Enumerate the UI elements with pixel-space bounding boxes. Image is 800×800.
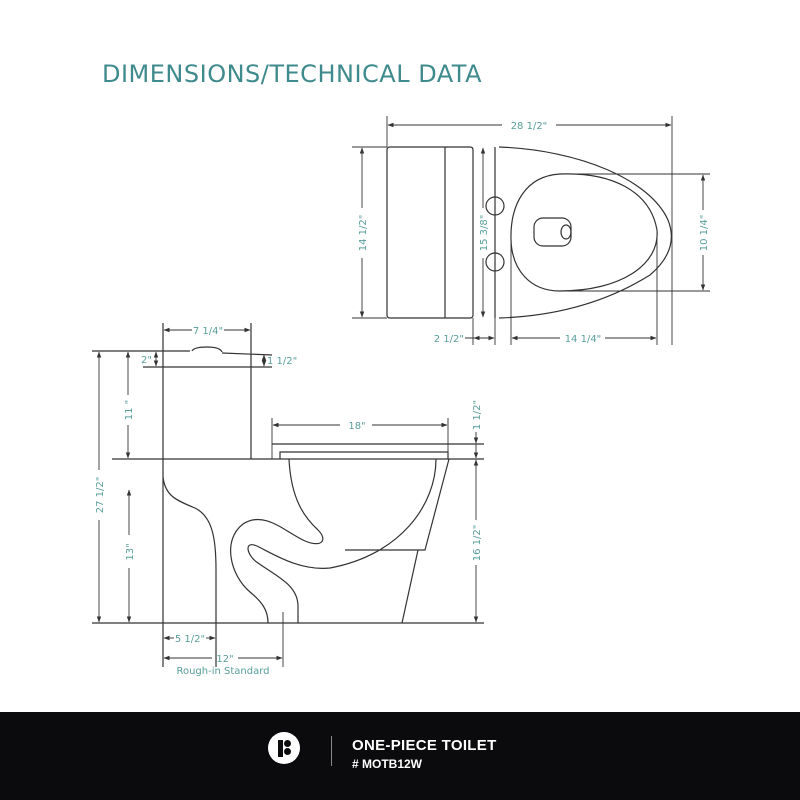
dim-overall-length: 28 1/2" bbox=[511, 121, 548, 132]
dim-tank-width: 7 1/4" bbox=[193, 326, 223, 337]
dim-rough-in: 12" bbox=[216, 654, 233, 665]
dim-lid-thickness: 1 1/2" bbox=[267, 356, 297, 367]
trapway bbox=[247, 458, 437, 623]
dim-seat-length: 18" bbox=[348, 421, 365, 432]
dim-tank-depth: 14 1/2" bbox=[358, 215, 369, 252]
model-number: # MOTB12W bbox=[352, 757, 423, 771]
dim-base-height: 13" bbox=[125, 543, 136, 560]
footer-divider bbox=[331, 736, 332, 766]
seat-opening bbox=[510, 173, 658, 292]
side-view: 7 1/4" 2" 1 1/2" 11 " 27 1/2" 13" 18" 1 … bbox=[92, 323, 484, 677]
front-profile bbox=[162, 476, 217, 667]
dim-total-height: 27 1/2" bbox=[95, 477, 106, 514]
footer-bar: ONE-PIECE TOILET # MOTB12W bbox=[0, 712, 800, 800]
tank-outline bbox=[386, 146, 474, 319]
product-name: ONE-PIECE TOILET bbox=[352, 737, 497, 754]
base-profile bbox=[345, 458, 450, 624]
bowl-outline bbox=[498, 146, 672, 319]
mounting-hole bbox=[485, 252, 505, 272]
dim-front-offset: 5 1/2" bbox=[175, 634, 205, 645]
dim-seat-opening-length: 14 1/4" bbox=[565, 334, 602, 345]
technical-drawing: 28 1/2" 14 1/2" 15 3/8" 10 1/4" 2 1/2" 1… bbox=[92, 116, 710, 677]
page-title: DIMENSIONS/TECHNICAL DATA bbox=[102, 60, 483, 88]
flush-button bbox=[191, 346, 223, 353]
dim-bowl-height: 16 1/2" bbox=[472, 525, 483, 562]
dim-bowl-width: 15 3/8" bbox=[479, 215, 490, 252]
dim-tank-height: 11 " bbox=[124, 400, 135, 421]
rough-in-label: Rough-in Standard bbox=[176, 666, 269, 677]
dim-tank-gap: 2 1/2" bbox=[434, 334, 464, 345]
dim-seat-opening-width: 10 1/4" bbox=[699, 215, 710, 252]
top-view: 28 1/2" 14 1/2" 15 3/8" 10 1/4" 2 1/2" 1… bbox=[352, 116, 710, 345]
dim-seat-thickness: 1 1/2" bbox=[472, 400, 483, 430]
brand-logo-icon bbox=[268, 732, 300, 764]
mounting-hole bbox=[485, 196, 505, 216]
bowl-inner bbox=[230, 458, 324, 624]
dim-button-height: 2" bbox=[141, 355, 152, 366]
